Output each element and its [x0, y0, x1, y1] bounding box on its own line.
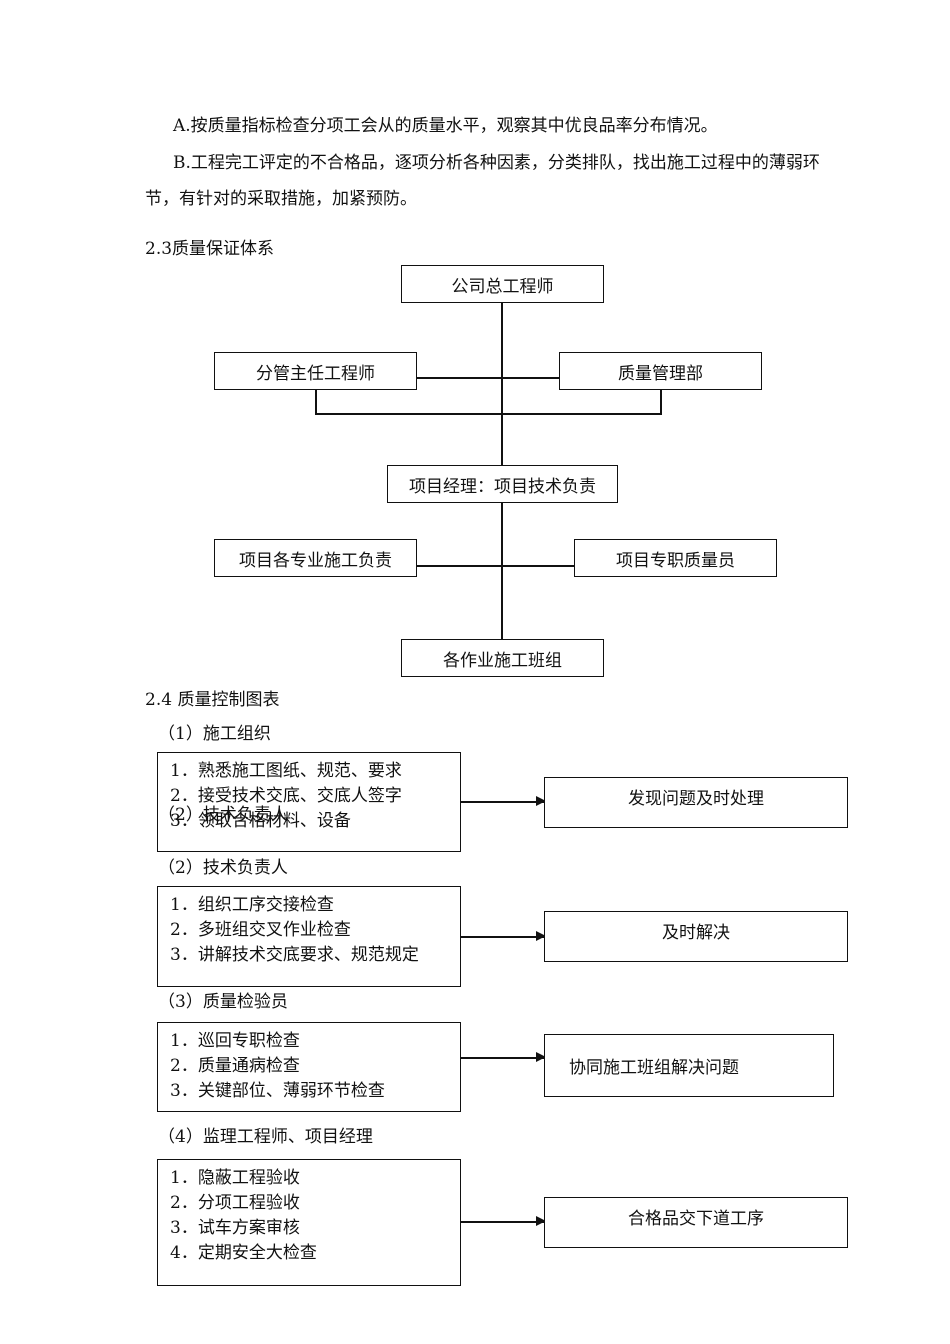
arrow-right-2: [461, 932, 546, 940]
paragraph-b: B.工程完工评定的不合格品，逐项分析各种因素，分类排队，找出施工过程中的薄弱环节…: [145, 153, 820, 209]
list-item: 3．讲解技术交底要求、规范规定: [170, 945, 419, 965]
section-heading-2-4: 2.4 质量控制图表: [145, 690, 280, 710]
connector-mid-horizontal: [415, 377, 560, 379]
list-item: 1．组织工序交接检查: [170, 895, 334, 915]
bracket-bottom: [315, 413, 662, 415]
list-item: 3．关键部位、薄弱环节检查: [170, 1081, 385, 1101]
overlapping-label-text: （2）技术负责人: [158, 805, 288, 825]
connector-low-horizontal: [415, 565, 575, 567]
list-item: 1．隐蔽工程验收: [170, 1168, 300, 1188]
group-label-supervisor-pm: （4）监理工程师、项目经理: [158, 1127, 373, 1147]
connector-low-vertical: [501, 502, 503, 640]
list-item: 1．熟悉施工图纸、规范、要求: [170, 761, 402, 781]
section-heading-2-3: 2.3质量保证体系: [145, 239, 275, 259]
paragraph-a: A.按质量指标检查分项工会从的质量水平，观察其中优良品率分布情况。: [173, 116, 718, 136]
result-box-3: 协同施工班组解决问题: [544, 1034, 834, 1097]
bracket-right: [660, 390, 662, 414]
list-item: 4．定期安全大检查: [170, 1243, 317, 1263]
group-label-construction-org: （1）施工组织: [158, 724, 271, 744]
list-item: 3．领取合格材料、设备: [170, 811, 351, 831]
org-box-project-manager: 项目经理：项目技术负责: [387, 465, 618, 503]
arrow-right-3: [461, 1053, 546, 1061]
result-box-1: 发现问题及时处理: [544, 777, 848, 828]
list-item: 2．质量通病检查: [170, 1056, 300, 1076]
org-box-construction-lead: 项目各专业施工负责: [214, 539, 417, 577]
result-box-2: 及时解决: [544, 911, 848, 962]
group-label-technical-lead: （2）技术负责人: [158, 858, 288, 878]
result-box-4: 合格品交下道工序: [544, 1197, 848, 1248]
list-item: 1．巡回专职检查: [170, 1031, 300, 1051]
org-box-quality-dept: 质量管理部: [559, 352, 762, 390]
arrow-right-4: [461, 1217, 546, 1225]
bracket-left: [315, 390, 317, 414]
arrow-right-1: [461, 797, 546, 805]
org-box-deputy-chief-engineer: 分管主任工程师: [214, 352, 417, 390]
list-item: 2．接受技术交底、交底人签字: [170, 786, 402, 806]
list-item: 3．试车方案审核: [170, 1218, 300, 1238]
list-item: 2．多班组交叉作业检查: [170, 920, 351, 940]
group-label-quality-inspector: （3）质量检验员: [158, 992, 288, 1012]
group-box-quality-inspector: 1．巡回专职检查 2．质量通病检查 3．关键部位、薄弱环节检查: [157, 1022, 461, 1112]
group-box-supervisor-pm: 1．隐蔽工程验收 2．分项工程验收 3．试车方案审核 4．定期安全大检查: [157, 1159, 461, 1286]
list-item: 2．分项工程验收: [170, 1193, 300, 1213]
connector-top-vertical: [501, 302, 503, 466]
group-box-construction-org: 1．熟悉施工图纸、规范、要求 2．接受技术交底、交底人签字 3．领取合格材料、设…: [157, 752, 461, 852]
org-box-quality-inspector: 项目专职质量员: [574, 539, 777, 577]
org-box-work-teams: 各作业施工班组: [401, 639, 604, 677]
org-box-chief-engineer: 公司总工程师: [401, 265, 604, 303]
group-box-technical-lead: 1．组织工序交接检查 2．多班组交叉作业检查 3．讲解技术交底要求、规范规定: [157, 886, 461, 987]
